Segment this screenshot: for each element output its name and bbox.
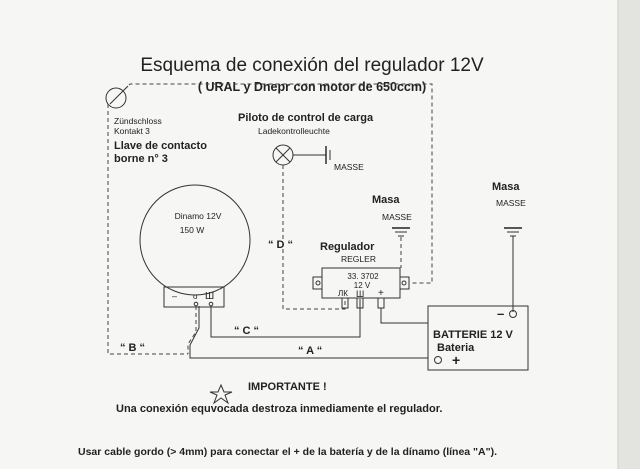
wire-a: [189, 306, 428, 359]
dynamo-symbol: [139, 184, 251, 308]
pilot-lamp-icon: [272, 144, 294, 166]
wire-regulator-plus: [380, 308, 428, 324]
dynamo-label-1: Dinamo 12V: [175, 211, 222, 221]
wire-c: [210, 299, 361, 338]
ignition-label-es-2: borne n° 3: [114, 153, 168, 165]
dynamo-terminal-o-dot: [193, 301, 199, 307]
regulator-label-de: REGLER: [341, 254, 376, 264]
dynamo-terminal-o: o: [193, 292, 198, 301]
battery-plus-terminal: [434, 356, 442, 364]
battery-minus-symbol: –: [497, 306, 504, 321]
wire-c-label: “ C “: [234, 325, 259, 337]
important-text: Una conexión equvocada destroza inmediam…: [116, 403, 442, 415]
pilot-ground-icon: [325, 146, 331, 164]
regulator-terminal-lk: ЛК: [338, 289, 348, 298]
dynamo-terminal-w-dot: [208, 301, 214, 307]
dynamo-label-2: 150 W: [180, 225, 205, 235]
dynamo-terminal-w: Ш: [205, 291, 214, 302]
masa-mid-de: MASSE: [382, 212, 412, 222]
footer-note: Usar cable gordo (> 4mm) para conectar e…: [78, 446, 497, 458]
battery-minus-terminal: [509, 310, 517, 318]
wire-ignition-left: [107, 104, 188, 355]
pilot-ground-label: MASSE: [334, 162, 364, 172]
wire-a-label: “ A “: [298, 345, 322, 357]
battery-label-es: Bateria: [437, 342, 475, 354]
regulator-terminal-w: Ш: [356, 289, 364, 299]
masa-mid-ground-icon: [392, 227, 410, 237]
regulator-terminals: [341, 297, 385, 309]
masa-right-ground-icon: [504, 227, 522, 237]
masa-right-label: Masa: [492, 181, 520, 193]
battery-plus-symbol: +: [452, 352, 460, 368]
pilot-label-de: Ladekontrolleuchte: [258, 126, 330, 136]
regulator-model: 33. 3702: [347, 272, 379, 281]
page-edge-shadow: [618, 0, 640, 469]
masa-right-de: MASSE: [496, 198, 526, 208]
masa-mid-label: Masa: [372, 194, 400, 206]
wire-d: [282, 165, 346, 310]
diagram-subtitle: ( URAL y Dnepr con motor de 650ccm): [198, 80, 426, 94]
ignition-label-es-1: Llave de contacto: [114, 140, 207, 152]
battery-label: BATTERIE 12 V: [433, 329, 514, 341]
ignition-label-de-1: Zündschloss: [114, 116, 162, 126]
wire-b: [187, 306, 197, 354]
important-heading: IMPORTANTE !: [248, 381, 327, 393]
wire-b-label: “ B “: [120, 342, 145, 354]
regulator-label-es: Regulador: [320, 241, 375, 253]
diagram-title: Esquema de conexión del regulador 12V: [140, 55, 484, 76]
regulator-terminal-plus: +: [378, 288, 384, 299]
dynamo-terminal-minus: –: [172, 291, 177, 301]
wire-ignition-top: [123, 83, 433, 284]
wire-d-label: “ D “: [268, 239, 293, 251]
pilot-label-es: Piloto de control de carga: [238, 112, 374, 124]
regulator-voltage: 12 V: [354, 281, 371, 290]
star-icon: [209, 383, 233, 405]
ignition-label-de-2: Kontakt 3: [114, 126, 150, 136]
battery-box: [427, 305, 529, 371]
